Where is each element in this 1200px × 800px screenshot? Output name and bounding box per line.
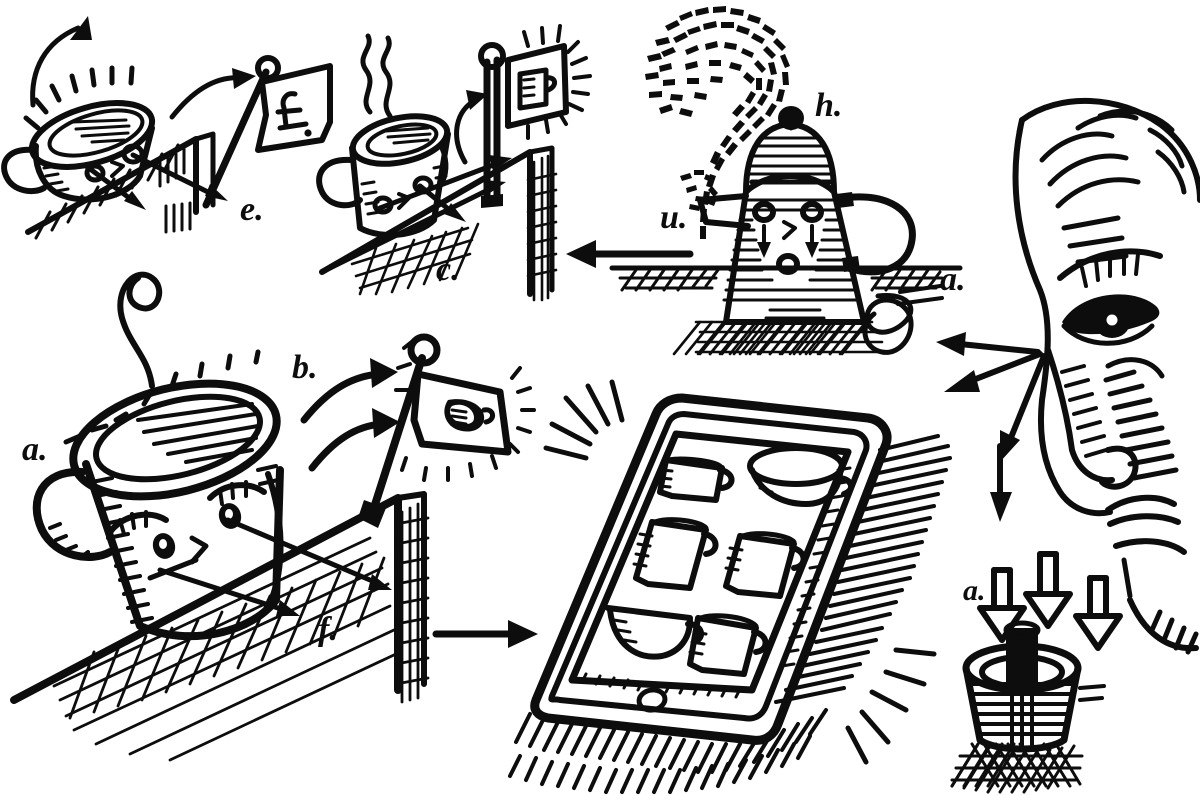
left-pointing-arrow bbox=[566, 240, 694, 268]
label-a-capsule: a. bbox=[963, 574, 986, 607]
tilted-cup-with-face bbox=[1, 16, 333, 240]
coffee-capsule-with-arrows bbox=[950, 551, 1123, 794]
screen-icon-mug-2 bbox=[723, 531, 807, 599]
human-face-profile bbox=[1012, 97, 1200, 655]
label-u: u. bbox=[660, 199, 687, 236]
label-a-cup: a. bbox=[22, 431, 48, 468]
label-h: h. bbox=[815, 87, 842, 124]
label-a-pot: a. bbox=[940, 261, 966, 298]
right-pointing-arrow bbox=[432, 620, 538, 648]
screen-icon-mug-3 bbox=[687, 613, 769, 677]
coffee-pot-with-face bbox=[609, 6, 963, 356]
label-b: b. bbox=[292, 349, 318, 386]
label-c: c. bbox=[436, 251, 460, 288]
arrow-cluster-pointing-left bbox=[936, 332, 1047, 522]
large-cup-with-face bbox=[10, 271, 536, 762]
steaming-cup-with-face bbox=[316, 24, 592, 302]
screen-icon-cup-saucer bbox=[747, 445, 855, 507]
label-f: f. bbox=[318, 611, 338, 648]
label-e: e. bbox=[240, 191, 264, 228]
screen-icon-mug-1 bbox=[657, 456, 735, 503]
screen-icon-tall-mug bbox=[632, 517, 719, 591]
smartphone-with-cup-grid bbox=[508, 379, 952, 794]
